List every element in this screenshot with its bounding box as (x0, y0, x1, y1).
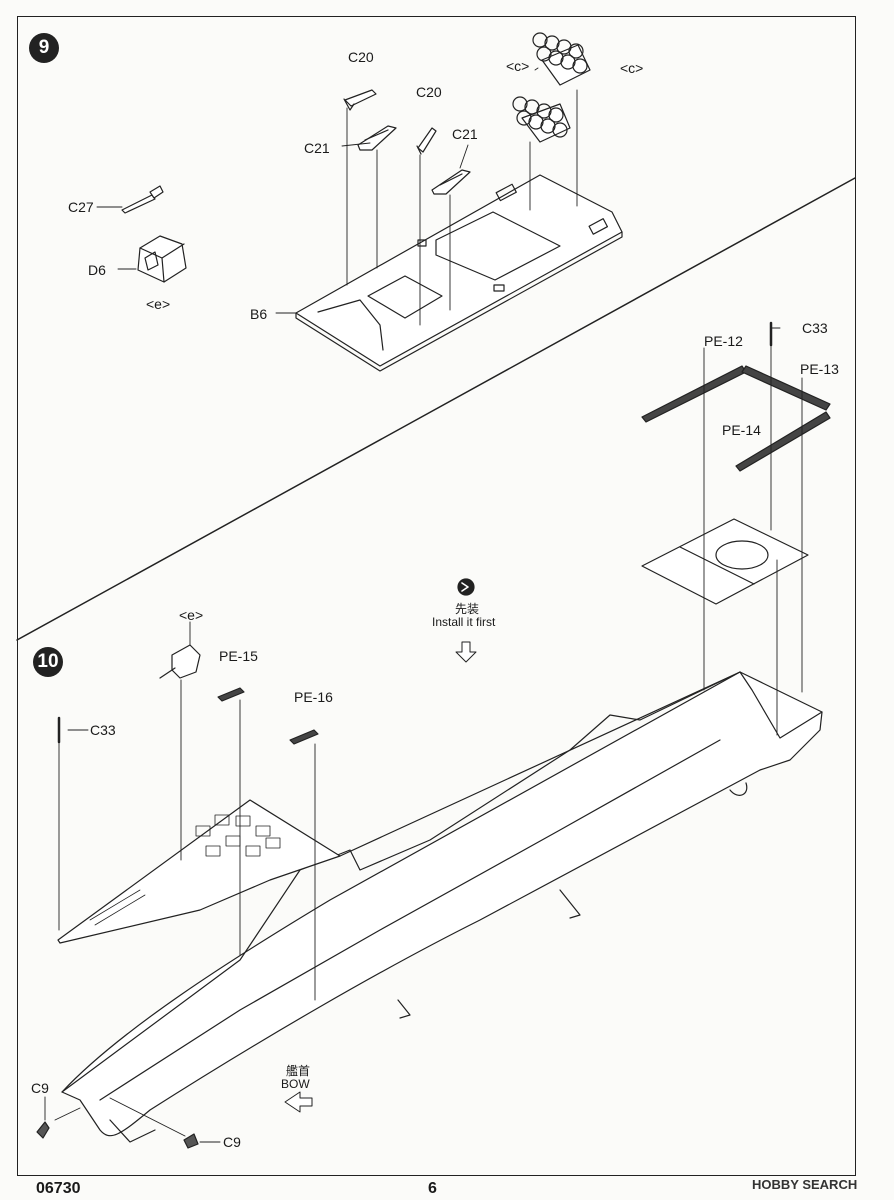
label-pe-13: PE-13 (800, 361, 839, 377)
bow-arrow (284, 1091, 313, 1113)
part-c9-right (183, 1133, 199, 1149)
part-c-launcher-top (532, 32, 591, 86)
part-e-turret (159, 644, 201, 679)
label-c21-right: C21 (452, 126, 478, 142)
part-c9-left (36, 1121, 50, 1139)
part-pe-16 (289, 729, 319, 745)
step-9-number: 9 (29, 33, 59, 63)
label-e-step10: <e> (179, 607, 204, 623)
label-pe-12: PE-12 (704, 333, 743, 349)
install-first-cn: 先装 (455, 602, 480, 616)
watermark-brand: HOBBY SEARCH (752, 1177, 858, 1192)
hull (61, 671, 823, 1143)
guide-lines-step9 (96, 67, 578, 326)
part-pe-12 (641, 365, 747, 423)
instruction-frame (17, 16, 856, 1176)
deck-plate (641, 518, 809, 605)
install-first-en: Install it first (432, 615, 496, 629)
label-c-left: <c> (506, 58, 530, 74)
part-c21-right (431, 169, 471, 195)
label-c9-left: C9 (31, 1080, 49, 1096)
step-divider (16, 177, 856, 641)
part-c20-left (343, 89, 377, 111)
label-c33-left: C33 (90, 722, 116, 738)
label-pe-14: PE-14 (722, 422, 761, 438)
part-c21-left (357, 125, 397, 151)
label-c21-left: C21 (304, 140, 330, 156)
label-e-step9: <e> (146, 296, 171, 312)
install-first-icon (457, 578, 475, 596)
label-c20-right: C20 (416, 84, 442, 100)
label-c-right: <c> (620, 60, 644, 76)
product-code: 06730 (36, 1180, 81, 1197)
label-d6: D6 (88, 262, 106, 278)
part-c27 (121, 185, 164, 214)
guide-lines-step10 (44, 327, 803, 1143)
bow-label-cn: 艦首 (286, 1064, 311, 1078)
part-c20-right (416, 127, 437, 155)
label-c20-left: C20 (348, 49, 374, 65)
label-pe-15: PE-15 (219, 648, 258, 664)
label-c9-right: C9 (223, 1134, 241, 1150)
bow-label-en: BOW (281, 1077, 310, 1091)
forecastle-deck (57, 671, 741, 944)
page-number: 6 (428, 1180, 437, 1197)
part-pe-15 (217, 687, 245, 702)
part-pe-14 (735, 411, 831, 472)
install-first-arrow (455, 641, 477, 663)
label-pe-16: PE-16 (294, 689, 333, 705)
part-d6 (137, 235, 187, 283)
deck-b6 (295, 174, 623, 372)
step-10-number: 10 (33, 647, 63, 677)
part-c-launcher-bottom (512, 96, 571, 143)
label-b6: B6 (250, 306, 268, 322)
label-c33-top: C33 (802, 320, 828, 336)
label-c27: C27 (68, 199, 94, 215)
